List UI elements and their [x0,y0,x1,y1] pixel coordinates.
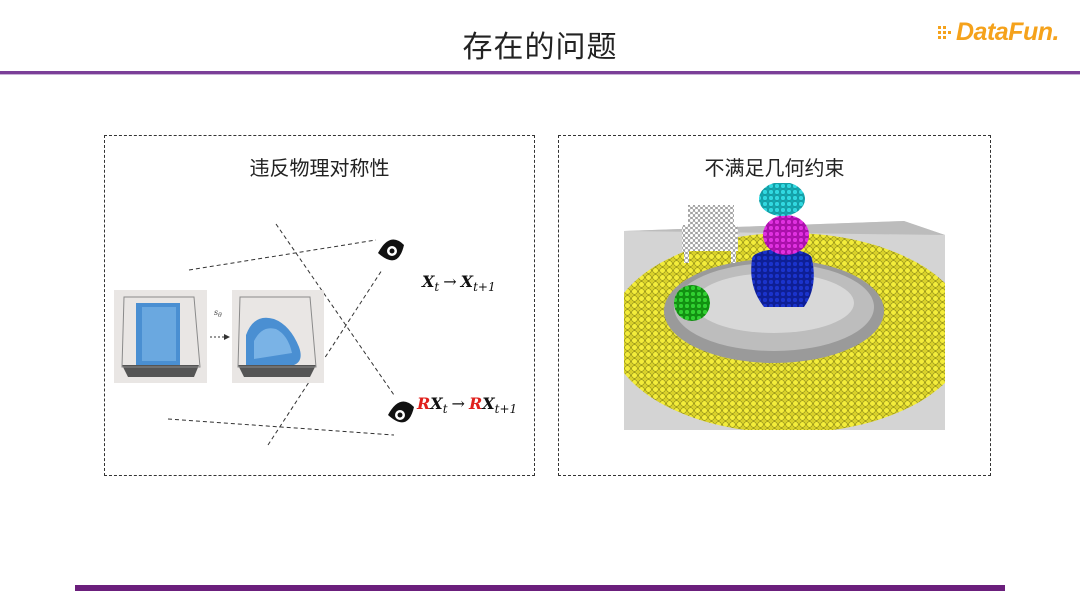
cyan-ball [759,183,805,216]
logo-dots-icon [938,26,951,39]
footer-bar [75,585,1005,591]
fluid-cube-before-image [114,290,207,383]
eye-icon-bottom [388,401,414,423]
magenta-ball [763,215,809,255]
cube-label: sθ [214,308,222,319]
datafun-logo: DataFun. [938,14,1068,54]
title-divider-shadow [0,74,1080,75]
logo-text: DataFun. [956,18,1059,46]
particle-scene-image [624,183,945,430]
eye-icon-top [378,239,404,261]
symmetry-violation-panel: 违反物理对称性 [104,135,535,476]
title-divider [0,71,1080,74]
blue-vase [751,259,814,307]
equation-rotated: RXt→RXt+1 [417,394,518,417]
symmetry-illustration: sθ [114,223,414,446]
chair-particles [682,205,738,263]
geometry-constraint-panel: 不满足几何约束 [558,135,991,476]
geometry-constraint-title: 不满足几何约束 [704,156,845,180]
symmetry-violation-title: 违反物理对称性 [249,156,390,180]
green-ball [674,285,710,321]
fluid-cube-after-image [232,290,324,383]
slide-title: 存在的问题 [462,30,618,65]
equation-original: Xt→Xt+1 [422,272,496,295]
